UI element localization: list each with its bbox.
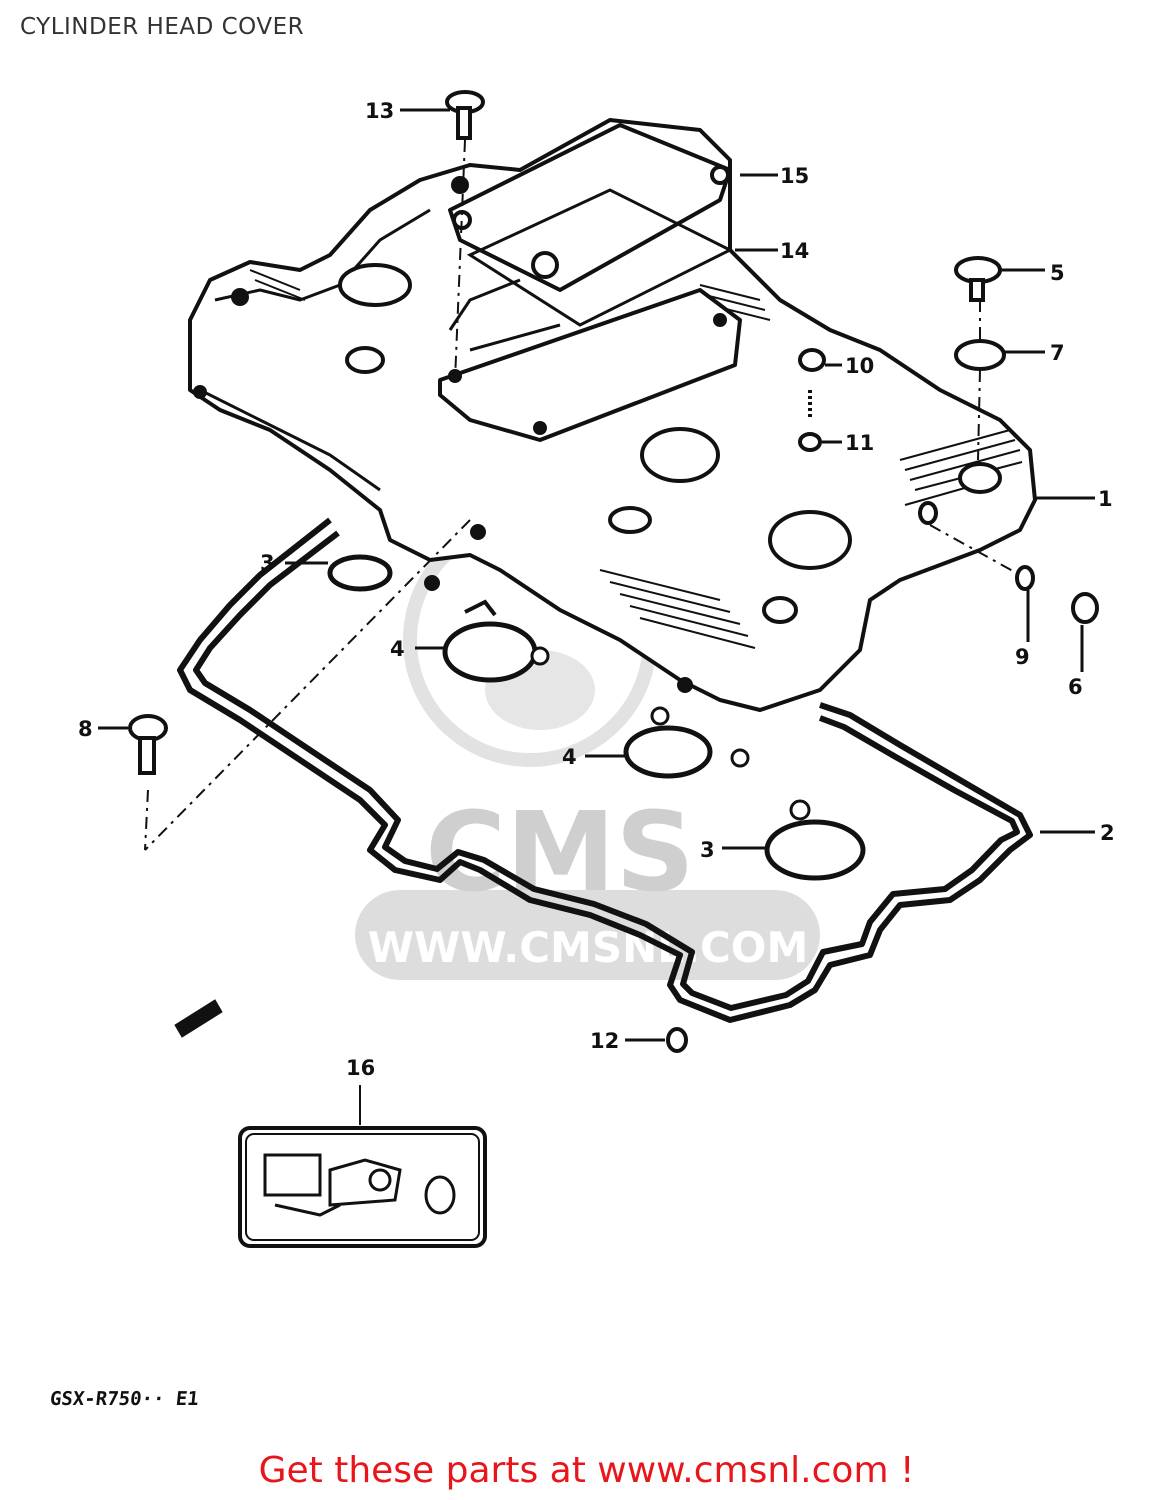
callout-14: 14 [780, 239, 809, 263]
callout-3-upper: 3 [260, 551, 275, 575]
front-arrow-icon [174, 999, 223, 1038]
callout-5: 5 [1050, 261, 1065, 285]
assembly-guide-lines [144, 139, 1021, 851]
cms-watermark: CMS WWW.CMSNL.COM [355, 513, 820, 980]
plug-hole-seals [327, 554, 866, 881]
callout-10: 6 [1068, 675, 1083, 699]
callout-7: 7 [1050, 341, 1065, 365]
callout-8: 10 [845, 354, 874, 378]
callout-2: 2 [1100, 821, 1115, 845]
callout-13: 15 [780, 164, 809, 188]
callout-labels: 13 15 14 5 7 10 11 1 3 4 9 6 8 4 2 3 12 … [78, 99, 1115, 1080]
exploded-parts-diagram: CMS WWW.CMSNL.COM [78, 90, 1115, 1248]
callout-3-lower: 3 [700, 838, 715, 862]
callout-1: 1 [1098, 487, 1113, 511]
gasket-kit-package [238, 1126, 487, 1248]
model-code: GSX-R750·· E1 [48, 1388, 200, 1410]
breather-gasket [466, 188, 734, 327]
callout-11: 9 [1015, 645, 1030, 669]
small-hardware [128, 90, 1099, 1053]
callout-15: 13 [365, 99, 394, 123]
callout-16: 16 [346, 1056, 375, 1080]
callout-4-lower: 4 [562, 745, 577, 769]
page-title: CYLINDER HEAD COVER [20, 14, 305, 40]
gasket-outline [177, 517, 1033, 1023]
callout-leader-lines [98, 108, 1095, 1042]
callout-6: 8 [78, 717, 93, 741]
watermark-site-text: WWW.CMSNL.COM [368, 923, 809, 972]
footer-shop-link[interactable]: Get these parts at www.cmsnl.com ! [258, 1450, 915, 1491]
callout-4-upper: 4 [390, 637, 405, 661]
plug-holes [338, 263, 1002, 624]
breather-housing [438, 278, 742, 442]
callout-9: 11 [845, 431, 874, 455]
callout-12: 12 [590, 1029, 619, 1053]
